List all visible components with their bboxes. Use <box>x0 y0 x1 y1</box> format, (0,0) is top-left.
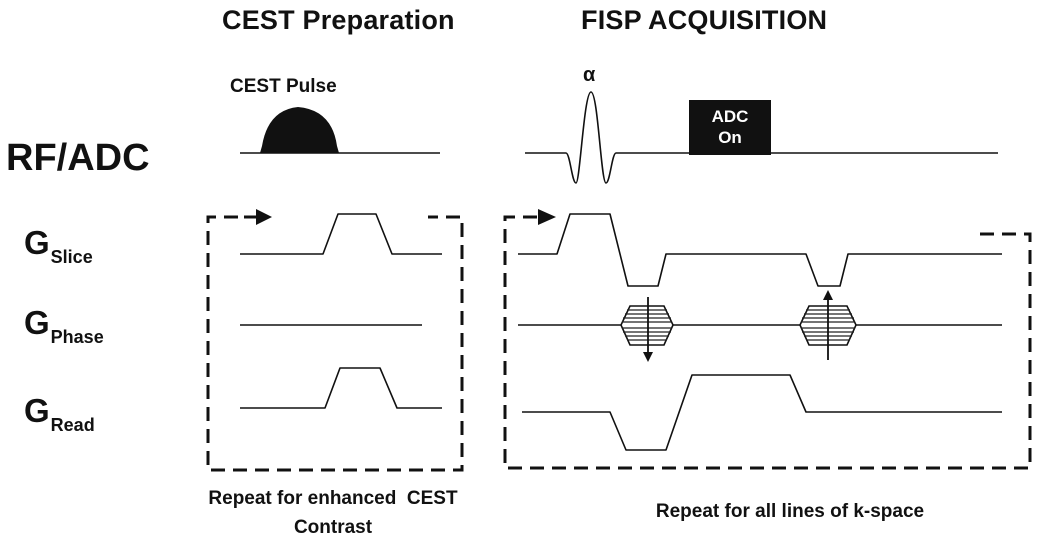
g-phase-subscript: Phase <box>50 327 104 347</box>
cest-read-gradient <box>240 367 442 409</box>
cest-caption-line2: Contrast <box>293 516 373 538</box>
cest-repeat-caption: Repeat for enhanced CEST Contrast <box>168 485 498 542</box>
alpha-flip-angle-label: α <box>583 64 596 86</box>
g-slice-main: G <box>24 224 50 261</box>
cest-loop-arrow <box>244 209 272 225</box>
cest-caption-line1: Repeat for enhanced CEST <box>208 488 458 509</box>
adc-label-line2: On <box>718 128 742 147</box>
g-phase-main: G <box>24 304 50 341</box>
g-read-row-label: GRead <box>24 392 95 435</box>
cest-repeat-box <box>206 215 464 472</box>
rf-adc-row-label: RF/ADC <box>6 137 150 179</box>
fisp-acquisition-header: FISP ACQUISITION <box>581 5 828 35</box>
adc-label-line1: ADC <box>711 107 749 126</box>
fisp-read-gradient <box>522 374 1002 451</box>
phase-encode-table-1 <box>620 305 674 346</box>
fisp-slice-gradient <box>518 213 1002 287</box>
cest-preparation-header: CEST Preparation <box>222 5 455 35</box>
cest-pulse-shape <box>260 107 339 153</box>
adc-on-block <box>689 100 771 155</box>
g-read-main: G <box>24 392 50 429</box>
fisp-repeat-caption: Repeat for all lines of k-space <box>655 501 925 522</box>
phase-rewind-up-arrow <box>823 290 833 360</box>
g-read-subscript: Read <box>50 415 95 435</box>
fisp-repeat-box <box>503 215 1032 470</box>
fisp-loop-arrow <box>538 209 556 225</box>
g-slice-subscript: Slice <box>50 247 93 267</box>
cest-slice-gradient <box>240 213 442 255</box>
fisp-rf-waveform <box>525 91 690 184</box>
adc-on-label: ADC On <box>689 106 771 148</box>
cest-pulse-label: CEST Pulse <box>230 76 337 97</box>
g-slice-row-label: GSlice <box>24 224 93 267</box>
phase-encode-down-arrow <box>643 297 653 362</box>
g-phase-row-label: GPhase <box>24 304 104 347</box>
